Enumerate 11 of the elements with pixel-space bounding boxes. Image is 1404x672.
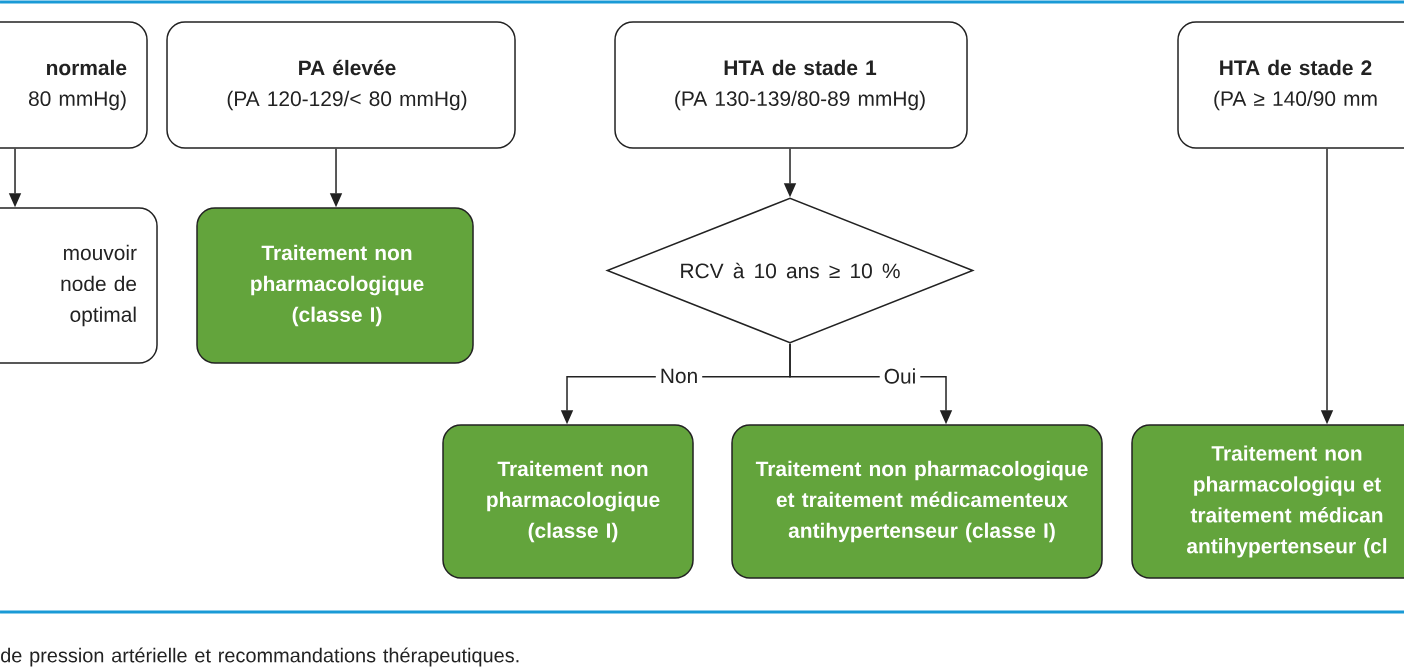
category-box: HTA de stade 1 (PA 130-139/80-89 mmHg)	[614, 21, 968, 149]
category-box: normale 80 mmHg)	[0, 21, 148, 149]
category-box: HTA de stade 2 (PA ≥ 140/90 mm	[1177, 21, 1404, 149]
treatment-box: Traitement non pharmacologique et traitement médicamenteux antihypertenseur (classe I)	[731, 424, 1103, 579]
treatment-box: Traitement non pharmacologique (classe I)	[442, 424, 694, 579]
treatment-box: Traitement non pharmacologique (classe I)	[196, 207, 474, 364]
treatment-box: Traitement non pharmacologiqu et traitement médican antihypertenseur (cl	[1131, 424, 1404, 579]
caption: de pression artérielle et recommandations thérapeutiques.	[1, 647, 519, 667]
category-box: mouvoir node de optimal	[0, 207, 158, 364]
edge-label: Oui	[879, 364, 921, 388]
category-box: PA élevée (PA 120-129/< 80 mmHg)	[166, 21, 516, 149]
